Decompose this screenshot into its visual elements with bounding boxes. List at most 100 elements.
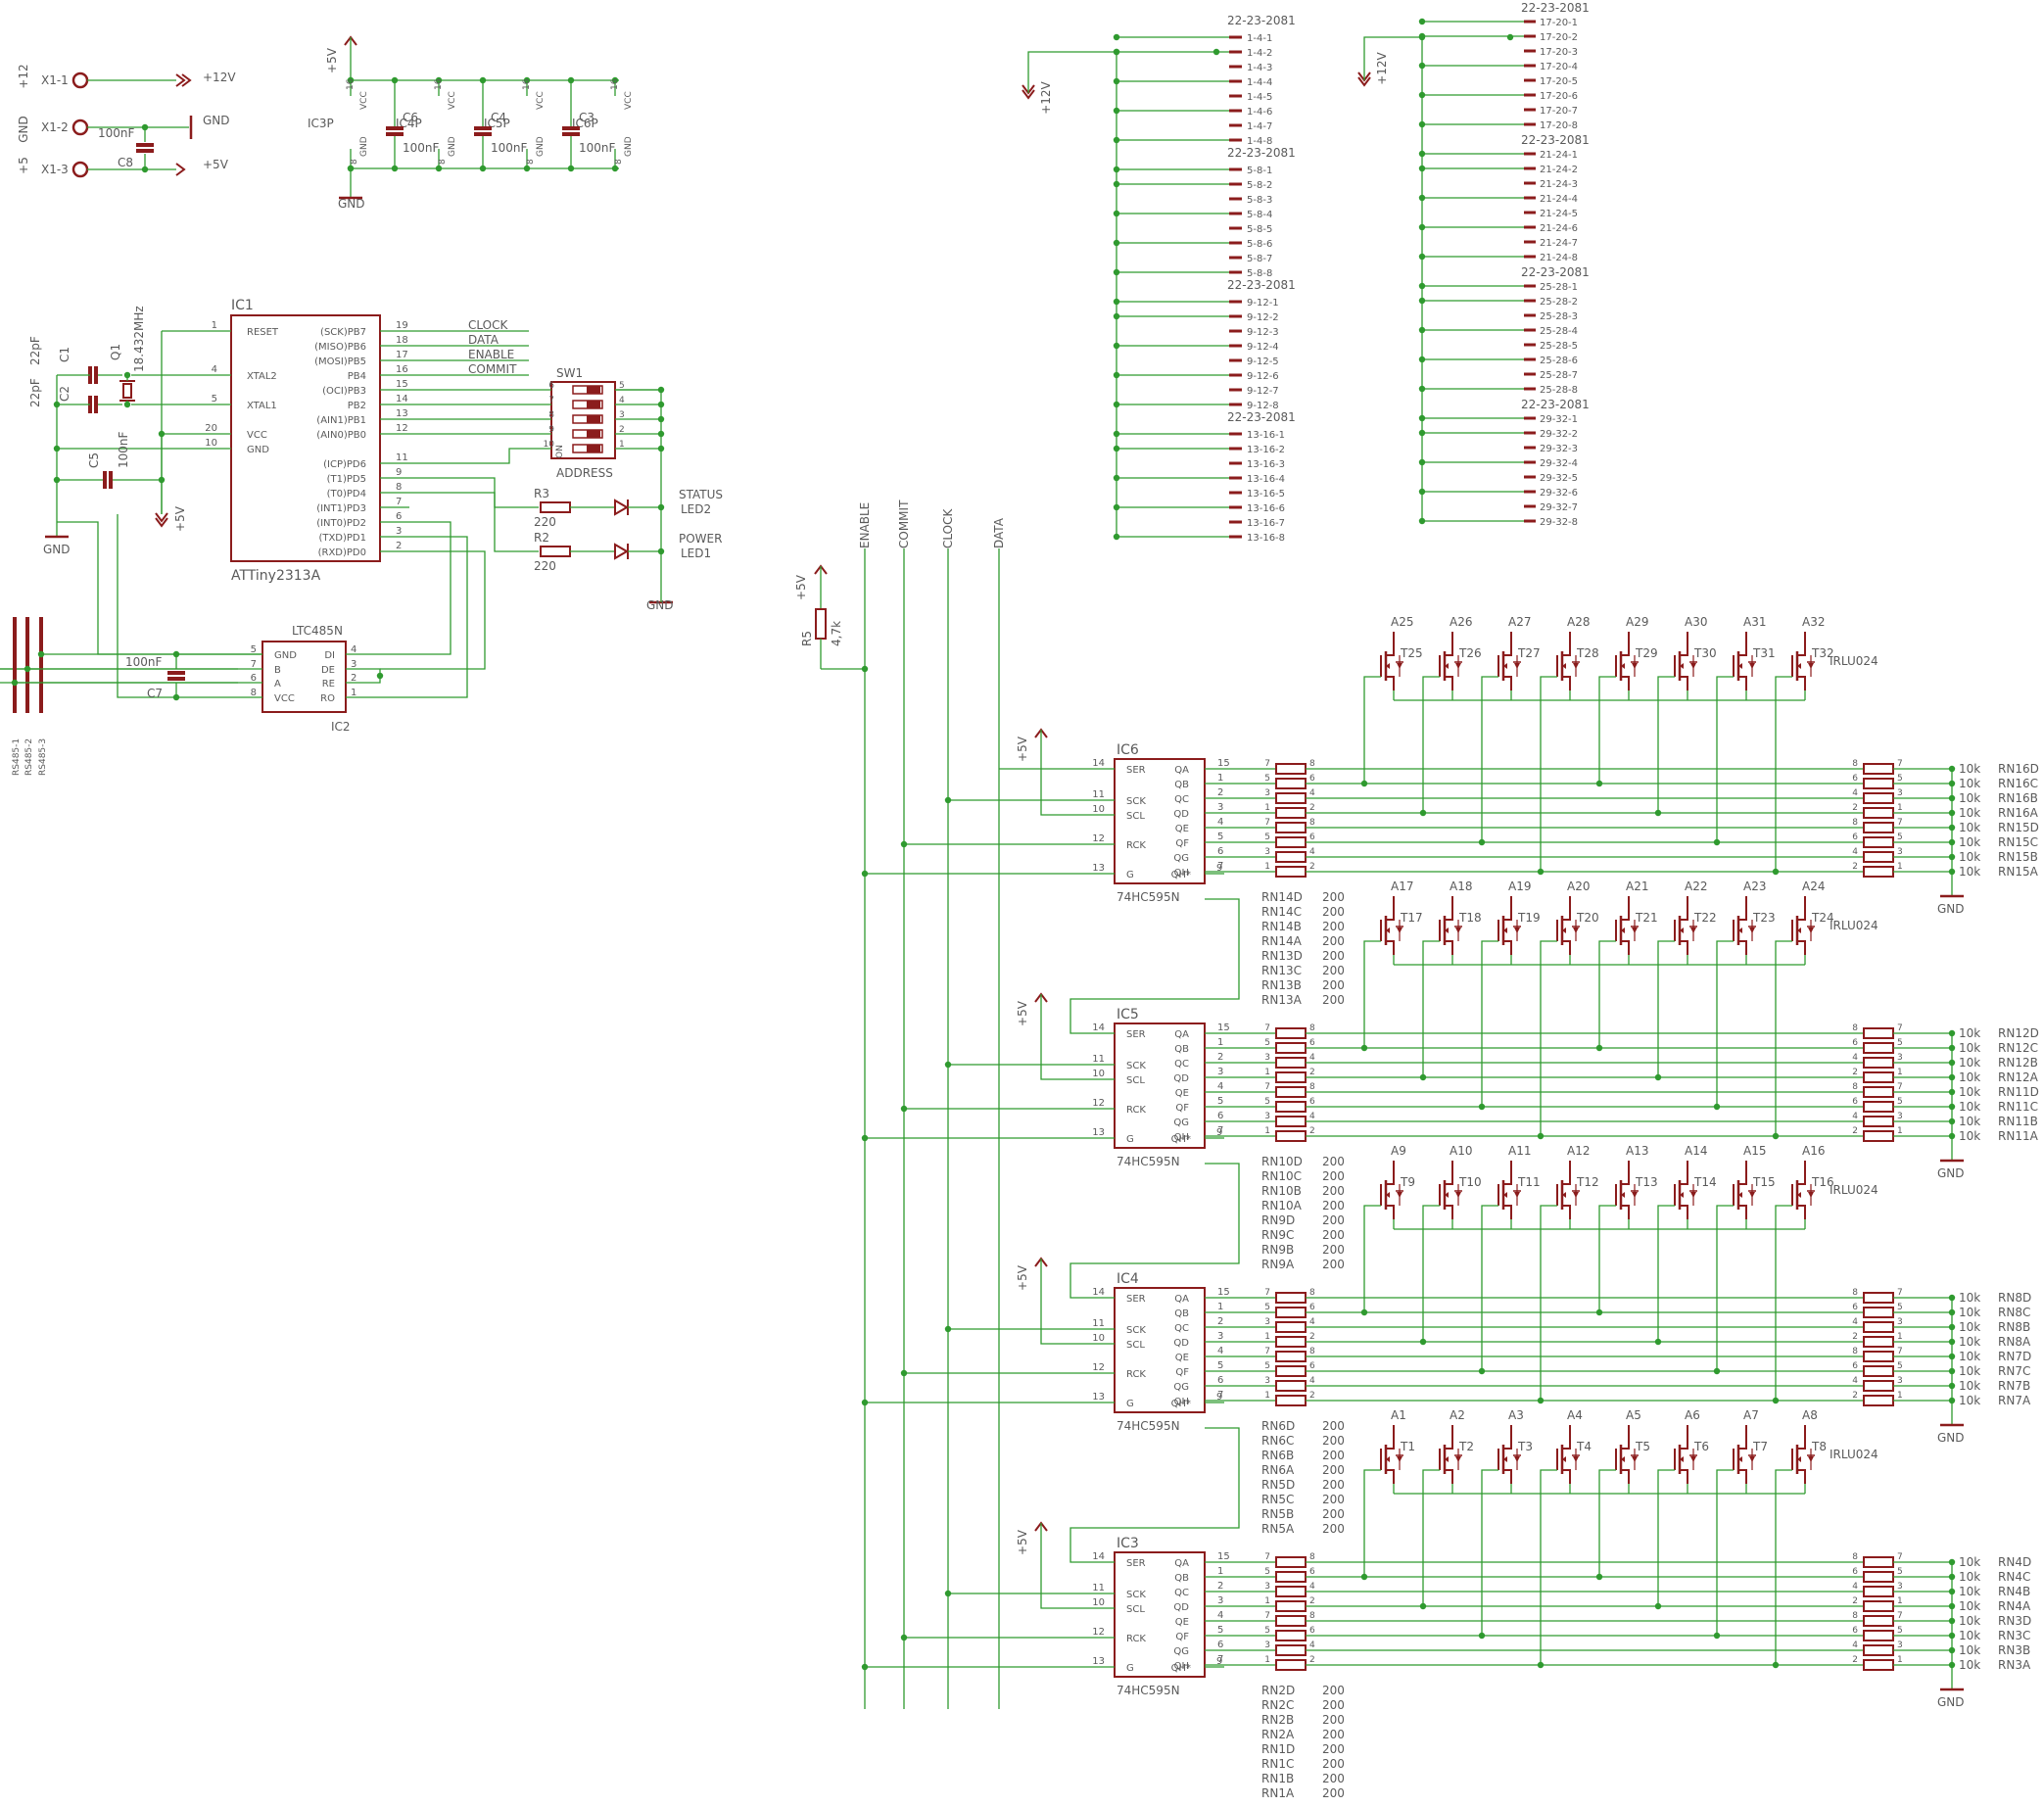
connector-pin-label: 1-4-5 bbox=[1247, 92, 1272, 103]
junction-dot bbox=[1360, 1044, 1368, 1052]
pin-name: (INT1)PD3 bbox=[316, 503, 366, 514]
series-resistor-value: 200 bbox=[1322, 1757, 1345, 1771]
pin-number: 7 bbox=[1897, 1552, 1903, 1562]
junction-dot bbox=[37, 650, 45, 658]
mosfet-source bbox=[1503, 940, 1512, 955]
switch-label: ADDRESS bbox=[556, 466, 613, 480]
pin-number: 4 bbox=[1309, 1053, 1315, 1063]
junction-dot bbox=[141, 123, 149, 131]
mosfet-arrow bbox=[1562, 927, 1566, 933]
bus-net-label: ENABLE bbox=[858, 502, 872, 548]
connector-pin-label: 17-20-4 bbox=[1540, 62, 1578, 72]
mosfet-source bbox=[1738, 676, 1747, 690]
pin-name: XTAL1 bbox=[247, 401, 277, 411]
pin-number: 10 bbox=[205, 438, 217, 449]
pulldown-resistor bbox=[1863, 1042, 1894, 1054]
mosfet-arrow bbox=[1562, 663, 1566, 669]
supply-label: +5V bbox=[1016, 1529, 1029, 1555]
mosfet-part: IRLU024 bbox=[1830, 919, 1878, 932]
pin-name: (TXD)PD1 bbox=[318, 533, 366, 544]
mosfet-source bbox=[1562, 1469, 1571, 1484]
connector-pin-label: 25-28-6 bbox=[1540, 356, 1578, 366]
junction-dot bbox=[1595, 1044, 1603, 1052]
pin-name: QF bbox=[1175, 1103, 1189, 1114]
gnd-label: GND bbox=[1937, 1431, 1965, 1445]
pin-number: 4 bbox=[1309, 1376, 1315, 1386]
gate-wire bbox=[1540, 1205, 1557, 1401]
output-label: A2 bbox=[1450, 1408, 1465, 1422]
output-label: A4 bbox=[1567, 1408, 1583, 1422]
series-resistor-value: 200 bbox=[1322, 1713, 1345, 1727]
pin-number: 7 bbox=[396, 497, 402, 507]
mosfet-source bbox=[1445, 940, 1453, 955]
pin-name: SCL bbox=[1126, 1340, 1145, 1351]
pin-name: SCL bbox=[1126, 811, 1145, 822]
mosfet-ref: T12 bbox=[1576, 1175, 1599, 1189]
series-resistor-label: RN10C bbox=[1261, 1169, 1302, 1183]
pin-number: 12 bbox=[1092, 1627, 1105, 1638]
series-resistor-label: RN2A bbox=[1261, 1728, 1295, 1741]
mosfet-ref: T24 bbox=[1811, 911, 1834, 925]
wire bbox=[409, 448, 551, 464]
pulldown-resistor bbox=[1863, 1365, 1894, 1377]
pin-number: 2 bbox=[1217, 1316, 1223, 1327]
led-icon bbox=[614, 543, 629, 560]
pin-number: 6 bbox=[1852, 1626, 1858, 1636]
pin-number: 8 bbox=[548, 410, 554, 420]
gate-wire bbox=[1540, 1469, 1557, 1665]
r3-value: 220 bbox=[534, 515, 556, 529]
junction-dot bbox=[1772, 1132, 1780, 1140]
connector-pin-label: 5-8-8 bbox=[1247, 268, 1272, 279]
mosfet-source bbox=[1797, 940, 1806, 955]
mosfet-part: IRLU024 bbox=[1830, 1183, 1878, 1197]
pulldown-value: 10k bbox=[1959, 835, 1980, 849]
junction-dot bbox=[1113, 430, 1120, 438]
pulldown-resistor bbox=[1863, 1086, 1894, 1098]
r2-resistor bbox=[540, 546, 571, 557]
mosfet-drain bbox=[1562, 643, 1571, 656]
junction-dot bbox=[1654, 1338, 1662, 1346]
pin-name: QH bbox=[1174, 1661, 1189, 1672]
pin-number: 6 bbox=[548, 381, 554, 391]
pin-number: 6 bbox=[1309, 1303, 1315, 1312]
junction-dot bbox=[53, 476, 61, 484]
mcu-ic1: IC1ATTiny2313A1RESET4XTAL25XTAL120VCC10G… bbox=[162, 298, 529, 584]
c8-value: 100nF bbox=[98, 126, 135, 140]
junction-dot bbox=[1506, 33, 1514, 41]
connector-pin-label: 25-28-7 bbox=[1540, 370, 1578, 381]
gnd-text: GND bbox=[448, 136, 457, 157]
switch-on-text: ON bbox=[555, 445, 565, 458]
pin-number: 18 bbox=[396, 335, 408, 346]
pin-number: 8 bbox=[1852, 1288, 1858, 1298]
gate-wire bbox=[1481, 676, 1498, 842]
junction-dot bbox=[861, 665, 869, 673]
pin-number: 13 bbox=[1092, 1127, 1105, 1138]
pin-number: 8 bbox=[526, 159, 536, 165]
series-resistor-label: RN6B bbox=[1261, 1449, 1294, 1462]
mosfet-source bbox=[1386, 1469, 1395, 1484]
pin-name: QC bbox=[1174, 1588, 1189, 1598]
gate-wire bbox=[1716, 1205, 1734, 1371]
pulldown-resistor bbox=[1863, 1380, 1894, 1392]
pin-number: 3 bbox=[619, 410, 625, 420]
pin-number: 12 bbox=[1092, 833, 1105, 844]
output-label: A16 bbox=[1802, 1144, 1825, 1158]
pulldown-resistor bbox=[1863, 1600, 1894, 1612]
switch-ref: SW1 bbox=[556, 366, 583, 380]
pin-name: SCK bbox=[1126, 796, 1146, 807]
pin-name: DI bbox=[324, 650, 335, 661]
series-resistor-label: RN6D bbox=[1261, 1419, 1295, 1433]
series-resistor bbox=[1275, 1307, 1307, 1318]
supply-arrow bbox=[155, 517, 168, 528]
mosfet-drain bbox=[1797, 1437, 1806, 1450]
pulldown-value: 10k bbox=[1959, 1629, 1980, 1642]
led-icon bbox=[614, 499, 629, 516]
junction-dot bbox=[1113, 533, 1120, 541]
series-resistor-value: 200 bbox=[1322, 1493, 1345, 1506]
pin-number: 9 bbox=[1216, 1656, 1222, 1667]
mosfet-arrow bbox=[1680, 663, 1684, 669]
connector-pin-label: 21-24-2 bbox=[1540, 165, 1578, 175]
junction-dot bbox=[611, 76, 619, 84]
